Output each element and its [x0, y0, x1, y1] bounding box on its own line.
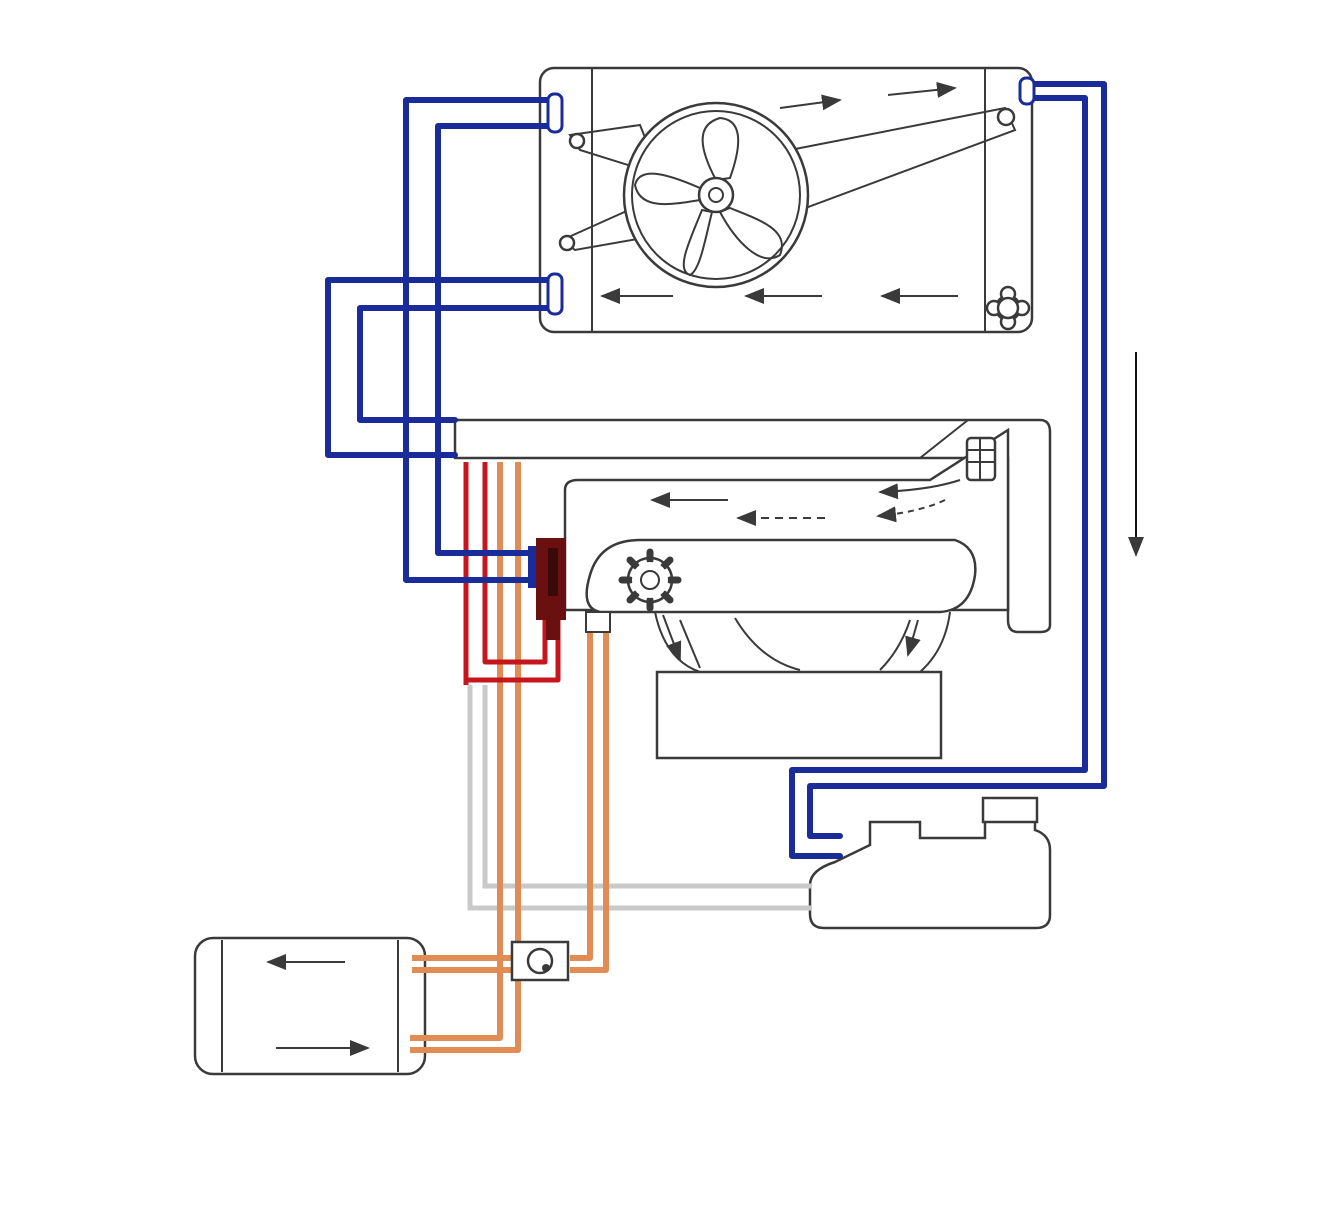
heater-core: [193, 936, 427, 1076]
crank-line: [879, 619, 911, 671]
heater-core-icon: [193, 936, 427, 1076]
engine-block: [453, 418, 1052, 760]
belt-pulley: [996, 107, 1016, 127]
heater-outlet-fitting: [585, 611, 611, 633]
hose-clamp: [546, 76, 1036, 316]
fan-icon: [622, 101, 810, 289]
cold-coolant-line: [325, 81, 1107, 859]
head-gasket-line: [520, 419, 969, 459]
radiator-cap-icon: [985, 285, 1031, 331]
radiator: [538, 66, 1034, 334]
flow-arrow: [662, 614, 682, 662]
oil-pan: [655, 670, 943, 760]
flow-arrow: [876, 499, 946, 523]
flow-arrow: [779, 94, 842, 111]
crank-line: [734, 617, 801, 671]
flow-arrow: [878, 479, 961, 500]
cylinder-housing: [585, 538, 977, 614]
pump-icon: [510, 940, 570, 982]
heater-hose: [410, 462, 609, 1053]
mount-bolt: [568, 132, 586, 150]
thermostat-icon: [528, 538, 566, 640]
mount-bolt: [558, 234, 576, 252]
gear-icon: [618, 548, 682, 612]
temperature-sender-icon: [965, 436, 997, 482]
expansion-tank: [808, 796, 1052, 930]
tank-icon: [808, 818, 1052, 930]
crank-line: [679, 619, 701, 669]
oil-pan-curve: [654, 611, 951, 673]
flow-arrow: [905, 619, 921, 657]
return-line: [467, 685, 812, 911]
flow-arrow: [887, 81, 957, 98]
tank-cap: [981, 796, 1039, 824]
